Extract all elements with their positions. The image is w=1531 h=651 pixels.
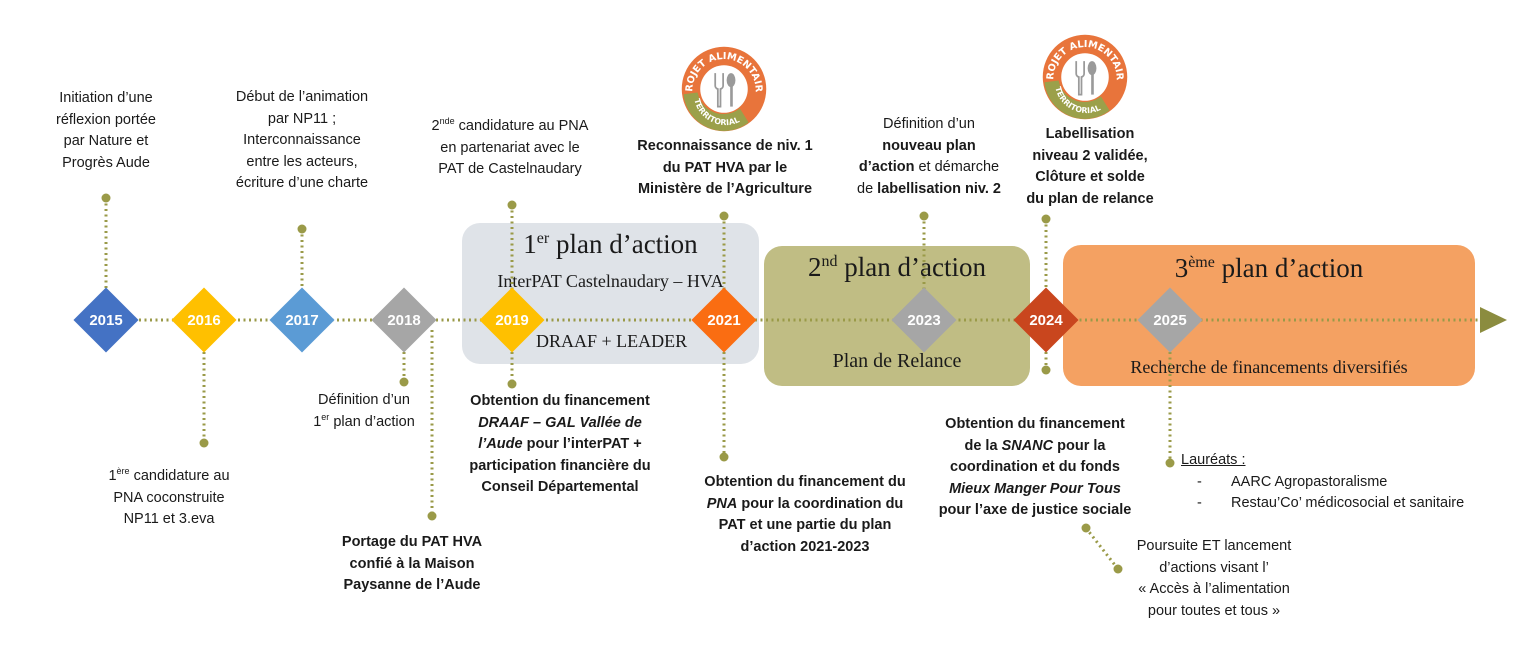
event-2025-actions: Poursuite ET lancement d’actions visant …	[1136, 538, 1292, 619]
timeline-arrowhead	[1480, 307, 1507, 333]
event-2024-labellisation: Labellisation niveau 2 validée, Clôture …	[1026, 126, 1154, 207]
plan-1-funding: DRAAF + LEADER	[536, 331, 688, 351]
laureat-item: -Restau’Co’ médicosocial et sanitaire	[1197, 495, 1465, 511]
year-label-2017: 2017	[285, 312, 319, 329]
event-2017: Début de l’animation par NP11 ; Intercon…	[235, 89, 369, 191]
plan-3-box: 3ème plan d’action Recherche de financem…	[1063, 245, 1475, 386]
event-2016: 1ère candidature au PNA coconstruite NP1…	[108, 466, 230, 527]
plan-3-subtitle: Recherche de financements diversifiés	[1130, 357, 1408, 377]
plan-2-box: 2nd plan d’action Plan de Relance	[764, 246, 1030, 386]
event-2021-financement: Obtention du financement du PNA pour la …	[704, 474, 906, 555]
event-2019-financement: Obtention du financement DRAAF – GAL Val…	[469, 393, 651, 495]
year-label-2021: 2021	[707, 312, 741, 329]
event-2019-candidature: 2nde candidature au PNA en partenariat a…	[431, 116, 589, 177]
event-2018-plan: Définition d’un 1er plan d’action	[313, 392, 415, 430]
year-label-2018: 2018	[387, 312, 421, 329]
year-label-2023: 2023	[907, 312, 941, 329]
plan-1-subtitle: InterPAT Castelnaudary – HVA	[497, 271, 724, 291]
laureats-title: Lauréats :	[1181, 452, 1246, 468]
event-2023: Définition d’un nouveau plan d’action et…	[857, 116, 1001, 197]
year-label-2015: 2015	[89, 312, 123, 329]
event-2018-portage: Portage du PAT HVA confié à la Maison Pa…	[341, 534, 483, 593]
event-2015: Initiation d’une réflexion portée par Na…	[56, 90, 156, 171]
plan-3-title: 3ème plan d’action	[1174, 253, 1364, 283]
year-label-2024: 2024	[1029, 312, 1063, 329]
event-2024-financement: Obtention du financement de la SNANC pou…	[938, 416, 1132, 518]
year-label-2016: 2016	[187, 312, 221, 329]
pat-logo-level-2: PROJET ALIMENTAIRE TERRITORIAL	[1041, 33, 1128, 120]
plan-2-title: 2nd plan d’action	[808, 252, 986, 282]
year-label-2019: 2019	[495, 312, 529, 329]
plan-1-title: 1er plan d’action	[523, 229, 698, 259]
laureat-item: -AARC Agropastoralisme	[1197, 473, 1388, 490]
year-label-2025: 2025	[1153, 312, 1187, 329]
plan-2-subtitle: Plan de Relance	[832, 350, 962, 372]
event-2021-reconnaissance: Reconnaissance de niv. 1 du PAT HVA par …	[637, 138, 813, 197]
laureats-list: Lauréats : -AARC Agropastoralisme -Resta…	[1181, 450, 1464, 515]
pat-logo-level-1: PROJET ALIMENTAIRE TERRITORIAL	[680, 45, 767, 132]
